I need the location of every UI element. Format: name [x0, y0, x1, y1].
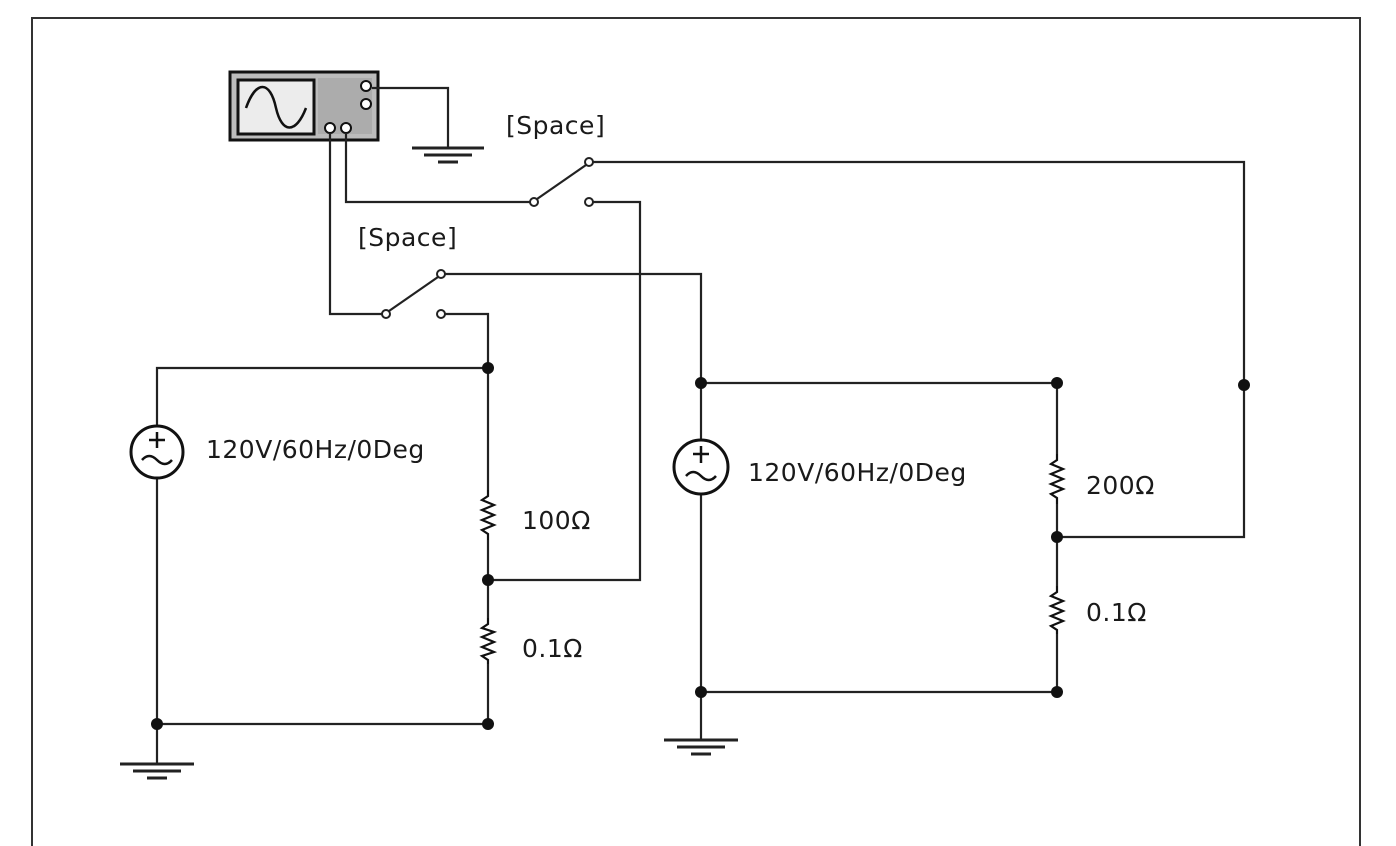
left-loop-top	[155, 366, 488, 426]
resistor-label-left-lower: 0.1Ω	[522, 634, 583, 663]
junction-dot	[1051, 531, 1063, 543]
ac-source-icon-right	[672, 438, 730, 496]
junction-dot	[1051, 377, 1063, 389]
wire-left-switch-upper	[445, 272, 703, 383]
ground-icon-left	[120, 724, 194, 780]
probe-wire-b	[344, 133, 532, 204]
junction-dot	[151, 718, 163, 730]
resistor-label-left-upper: 100Ω	[522, 506, 591, 535]
wire-right-mid-return	[1057, 385, 1246, 539]
ac-source-icon-left	[129, 424, 185, 480]
resistor-label-right-upper: 200Ω	[1086, 471, 1155, 500]
junction-dot	[695, 377, 707, 389]
source-label-right: 120V/60Hz/0Deg	[748, 458, 967, 487]
switch-label-left: [Space]	[358, 223, 457, 252]
switch-label-top: [Space]	[506, 111, 605, 140]
junction-dot	[1051, 686, 1063, 698]
wire-top-switch-lower	[488, 200, 642, 582]
junction-dot	[482, 362, 494, 374]
wire-left-switch-lower	[445, 312, 490, 368]
switch-icon-left[interactable]	[381, 269, 446, 319]
junction-dot	[482, 718, 494, 730]
switch-icon-top[interactable]	[529, 157, 594, 207]
ground-icon-scope	[372, 86, 484, 164]
oscilloscope-icon[interactable]	[228, 70, 380, 142]
junction-dot	[695, 686, 707, 698]
probe-wire-a	[328, 133, 384, 316]
resistor-label-right-lower: 0.1Ω	[1086, 598, 1147, 627]
source-label-left: 120V/60Hz/0Deg	[206, 435, 425, 464]
junction-dot	[1238, 379, 1250, 391]
resistor-icon-right-lower	[1048, 586, 1066, 634]
junction-dot	[482, 574, 494, 586]
wire-top-switch-upper	[593, 160, 1246, 385]
resistor-icon-right-upper	[1048, 454, 1066, 504]
resistor-icon-left-upper	[479, 490, 497, 540]
frame-border	[31, 17, 1361, 846]
ground-icon-right	[664, 692, 738, 756]
resistor-icon-left-lower	[479, 618, 498, 664]
